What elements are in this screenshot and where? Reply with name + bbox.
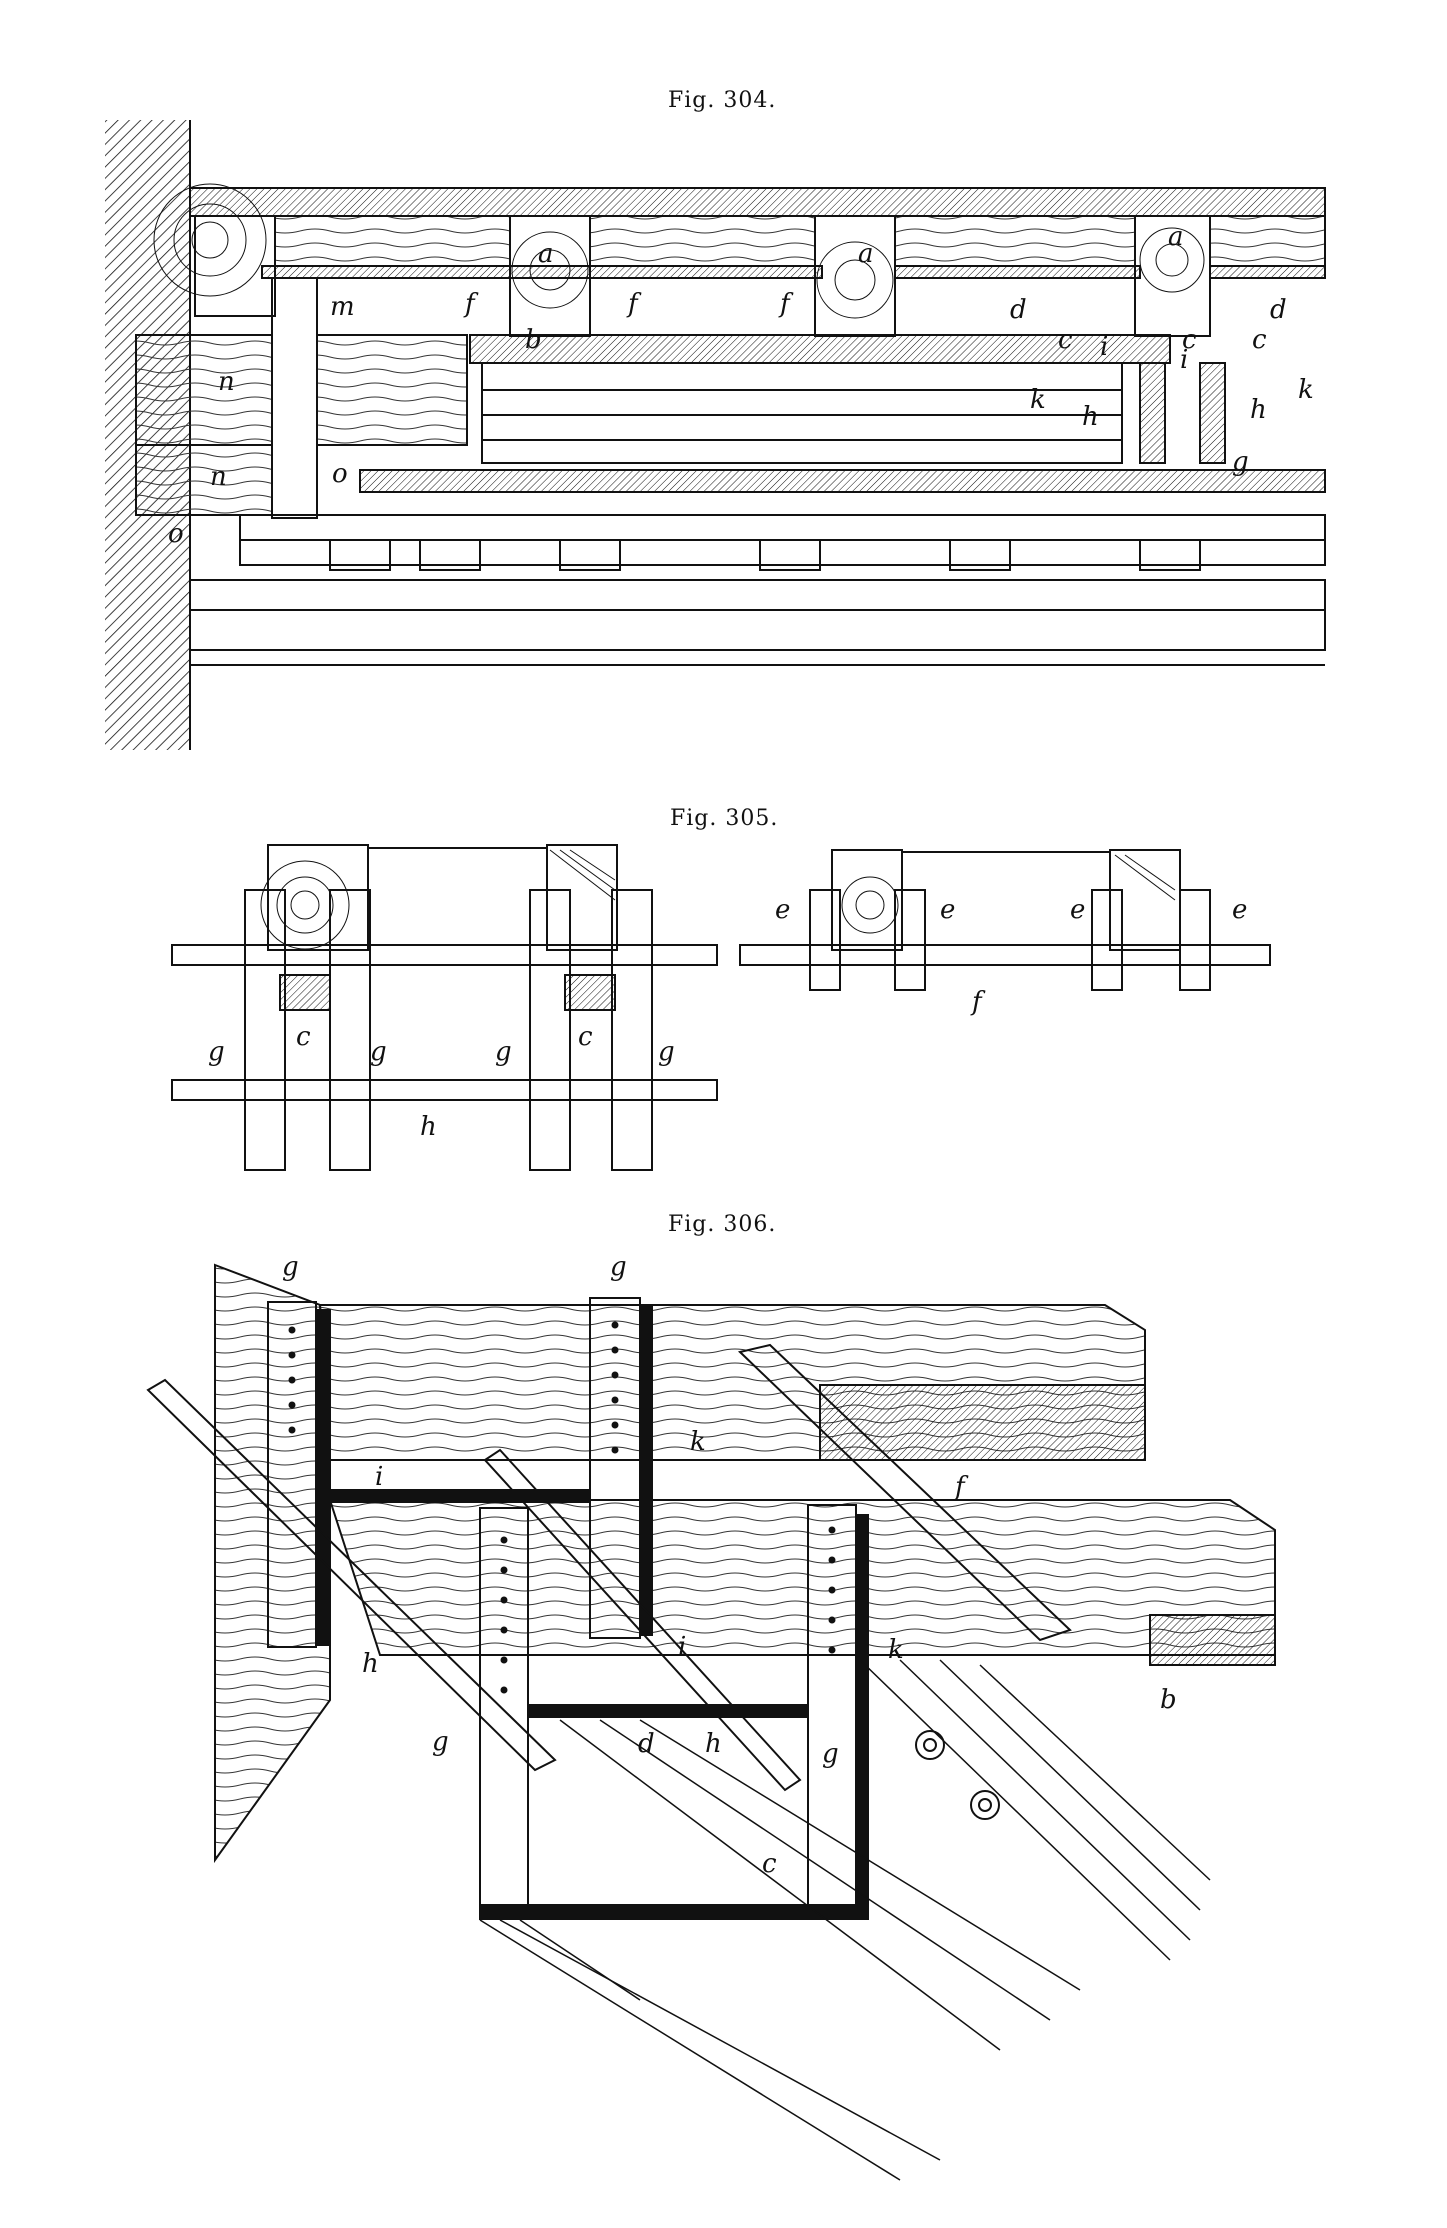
fig304-label: f (626, 289, 642, 319)
fig306-label: h (705, 1729, 722, 1759)
fig306-label: b (1160, 1685, 1177, 1715)
fig305-label: g (208, 1037, 225, 1067)
fig306-label: i (375, 1462, 383, 1492)
figure-306-title: Fig. 306. (668, 1212, 777, 1237)
fig304-label: i (1100, 332, 1108, 362)
fig304-label: k (1298, 375, 1314, 405)
fig304-label: a (1168, 222, 1184, 252)
fig305-label: c (296, 1022, 311, 1052)
fig306-label: g (432, 1727, 449, 1757)
fig306-label: g (822, 1739, 839, 1769)
fig304-label: k (1030, 385, 1046, 415)
fig305-label: g (370, 1037, 387, 1067)
fig306-label: d (638, 1729, 655, 1759)
fig306-label: g (610, 1252, 627, 1282)
figure-306-drawing (146, 1263, 1276, 2181)
fig304-label: o (168, 519, 184, 549)
fig305-label: g (658, 1037, 675, 1067)
fig305-label: g (495, 1037, 512, 1067)
fig306-label: k (690, 1427, 706, 1457)
fig306-label: c (762, 1849, 777, 1879)
figure-305-title: Fig. 305. (670, 806, 779, 831)
fig304-label: o (332, 459, 348, 489)
fig304-label: f (778, 289, 794, 319)
fig304-label: m (330, 292, 355, 322)
fig304-label: d (1270, 295, 1287, 325)
fig304-label: a (858, 239, 874, 269)
figure-304-title: Fig. 304. (668, 88, 777, 113)
fig306-label: h (362, 1649, 379, 1679)
fig304-label: c (1182, 325, 1197, 355)
fig305-label: c (578, 1022, 593, 1052)
fig304-label: c (1252, 325, 1267, 355)
figure-304-drawing (105, 120, 1326, 750)
fig304-label: a (538, 239, 554, 269)
fig306-label: f (953, 1472, 969, 1502)
fig304-label: h (1250, 395, 1267, 425)
fig305-label: e (940, 895, 955, 925)
figure-304-labels: a a a b c c c d d f f f g h h i i k k m … (168, 222, 1314, 549)
fig304-label: c (1058, 325, 1073, 355)
fig304-label: n (210, 462, 227, 492)
fig306-label: i (678, 1632, 686, 1662)
fig306-label: k (888, 1635, 904, 1665)
fig304-label: n (218, 367, 235, 397)
fig305-label: h (420, 1112, 437, 1142)
fig304-label: d (1010, 295, 1027, 325)
fig306-label: g (282, 1252, 299, 1282)
fig305-label: e (1070, 895, 1085, 925)
figure-305-drawing (171, 844, 1271, 1171)
fig304-label: g (1232, 447, 1249, 477)
figure-306-labels: g g i k f h g i d h g k b c (282, 1252, 1177, 1879)
fig304-label: b (525, 325, 542, 355)
fig305-label: f (970, 987, 986, 1017)
fig304-label: f (463, 289, 479, 319)
fig305-label: e (775, 895, 790, 925)
fig304-label: i (1180, 345, 1188, 375)
figure-305-labels: g c g g c g h e e e e f (208, 895, 1247, 1142)
fig305-label: e (1232, 895, 1247, 925)
fig304-label: h (1082, 402, 1099, 432)
